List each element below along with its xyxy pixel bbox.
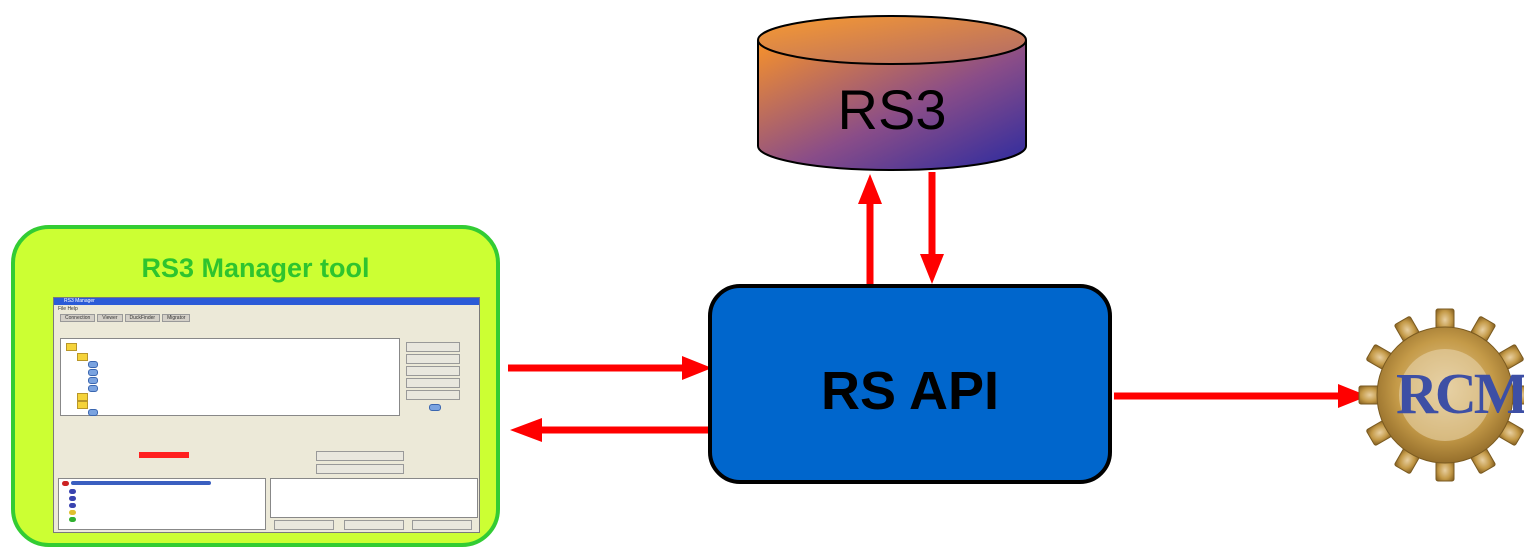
arrow-api-to-rcms <box>1114 384 1368 408</box>
resource-icon <box>69 489 76 494</box>
arrow-api-to-tool <box>510 418 708 442</box>
screenshot-tab: DuckFinder <box>124 314 161 322</box>
screenshot-button <box>406 390 460 400</box>
screenshot-tabs: Connection Viewer DuckFinder Migrator <box>60 314 191 322</box>
resource-icon <box>69 510 76 515</box>
manager-tool-title: RS3 Manager tool <box>141 253 370 283</box>
screenshot-button <box>406 366 460 376</box>
screenshot-tab: Connection <box>60 314 96 322</box>
rcms-gear-icon <box>1358 308 1524 482</box>
rs-api-label: RS API <box>820 361 1000 421</box>
resource-icon <box>62 481 69 486</box>
screenshot-menubar: File Help <box>58 306 78 312</box>
screenshot-tab: Migrator <box>162 314 191 322</box>
screenshot-red-badge <box>139 452 189 458</box>
screenshot-button <box>406 378 460 388</box>
leaf-icon <box>88 369 98 376</box>
screenshot-button <box>344 520 404 530</box>
screenshot-button <box>406 342 460 352</box>
screenshot-button <box>412 520 472 530</box>
resource-icon <box>69 517 76 522</box>
leaf-icon <box>88 385 98 392</box>
arrow-database-to-api <box>920 172 944 284</box>
resource-row <box>71 481 211 485</box>
screenshot-resource-list <box>58 478 266 530</box>
leaf-icon <box>88 377 98 384</box>
screenshot-button <box>316 451 404 461</box>
screenshot-button <box>316 464 404 474</box>
folder-icon <box>77 393 88 401</box>
cloud-icon <box>429 404 441 411</box>
screenshot-button <box>274 520 334 530</box>
screenshot-details-panel <box>270 478 478 518</box>
arrow-tool-to-api <box>508 356 712 380</box>
leaf-icon <box>88 361 98 368</box>
screenshot-window-title: RS3 Manager <box>64 298 95 304</box>
rs3-database-cylinder <box>757 15 1027 171</box>
manager-tool-screenshot: RS3 Manager File Help Connection Viewer … <box>53 297 480 533</box>
rs-api-box <box>708 284 1112 484</box>
resource-icon <box>69 503 76 508</box>
resource-icon <box>69 496 76 501</box>
folder-icon <box>66 343 77 351</box>
screenshot-titlebar: RS3 Manager <box>54 298 479 305</box>
screenshot-tab: Viewer <box>97 314 123 322</box>
leaf-icon <box>88 409 98 416</box>
screenshot-button <box>406 354 460 364</box>
arrow-api-to-database <box>858 174 882 286</box>
folder-icon <box>77 353 88 361</box>
screenshot-tree-panel <box>60 338 400 416</box>
folder-icon <box>77 401 88 409</box>
rs3-database-label: RS3 <box>837 78 947 141</box>
rcms-logo-text: RCMS <box>1396 361 1524 426</box>
